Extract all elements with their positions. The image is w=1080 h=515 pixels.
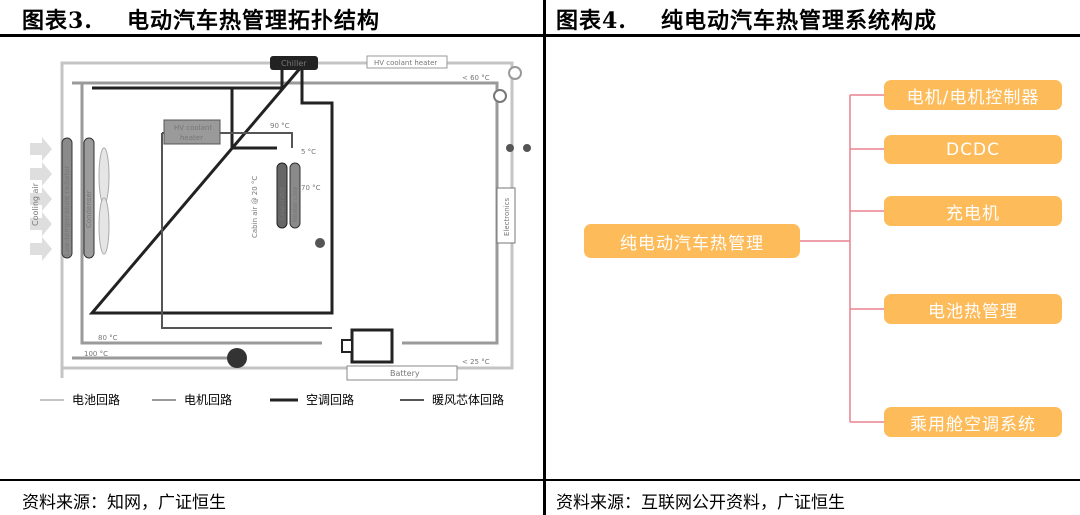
low-temperature-radiator — [61, 137, 73, 259]
thermal-topology-diagram: Cooling air Low-temperature radiator Con… — [22, 48, 534, 473]
composition-tree-diagram: 纯电动汽车热管理 电机/电机控制器 DCDC 充电机 电池热管理 乘用舱空调系统 — [548, 40, 1080, 480]
electronics — [496, 187, 516, 244]
electronics-label: Electronics — [503, 197, 511, 236]
radiator-label: Low-temperature radiator — [63, 166, 71, 256]
temp-70: 70 °C — [301, 184, 321, 192]
fan-icon — [98, 147, 110, 205]
tree-node-battery-thermal: 电池热管理 — [884, 294, 1062, 324]
hv-heater-inner-line2: heater — [180, 134, 203, 142]
tree-root-node: 纯电动汽车热管理 — [584, 224, 800, 258]
legend-motor-loop: 电机回路 — [184, 392, 232, 407]
chiller — [270, 56, 318, 70]
heater-core-label: Heater core — [292, 186, 299, 222]
ac-pump-icon — [227, 348, 247, 368]
right-figure-title: 图表4. 纯电动汽车热管理系统构成 — [556, 3, 937, 35]
hv-coolant-heater-label: HV coolant heater — [374, 59, 437, 67]
evaporator — [276, 162, 288, 229]
left-figure-title: 图表3. 电动汽车热管理拓扑结构 — [22, 3, 380, 35]
topology-svg: Cooling air Low-temperature radiator Con… — [30, 55, 531, 407]
temp-100: 100 °C — [84, 350, 108, 358]
temp-90: 90 °C — [270, 122, 290, 130]
temp-5: 5 °C — [301, 148, 316, 156]
heater-core — [289, 162, 301, 229]
valve-icon — [315, 238, 325, 248]
temp-lt25: < 25 °C — [462, 358, 490, 366]
condenser — [83, 137, 95, 259]
evaporator-label: Evaporator — [279, 186, 286, 220]
motor-icon — [350, 328, 394, 364]
tree-node-dcdc: DCDC — [884, 135, 1062, 164]
left-source-note: 资料来源：知网，广证恒生 — [22, 493, 226, 513]
left-figure-caption: 电动汽车热管理拓扑结构 — [126, 8, 380, 34]
legend-battery-loop: 电池回路 — [72, 392, 120, 407]
top-rule — [0, 34, 1080, 37]
cooling-air-label: Cooling air — [31, 182, 40, 226]
pump-icon-top — [493, 89, 507, 103]
heater-core-loop — [161, 132, 332, 329]
ac-loop — [88, 61, 334, 315]
chiller-label: Chiller — [281, 59, 307, 68]
right-figure-caption: 纯电动汽车热管理系统构成 — [660, 8, 937, 34]
hv-heater-inner-line1: HV coolant — [174, 124, 212, 132]
pump-icon-corner — [508, 66, 522, 80]
cabin-air-label: Cabin air @ 20 °C — [251, 176, 259, 238]
tree-node-charger: 充电机 — [884, 196, 1062, 226]
column-divider — [543, 0, 546, 515]
bottom-rule — [0, 479, 1080, 481]
temp-lt60: < 60 °C — [462, 74, 490, 82]
left-figure-number: 图表3. — [22, 8, 93, 34]
legend-ac-loop: 空调回路 — [306, 392, 354, 407]
motor-shaft-icon — [341, 339, 353, 353]
diagram-legend: 电池回路 电机回路 空调回路 暖风芯体回路 — [40, 392, 504, 407]
valve-icon-right-2 — [523, 144, 531, 152]
tree-node-cabin-ac: 乘用舱空调系统 — [884, 407, 1062, 437]
tree-connectors — [800, 94, 884, 423]
valve-icon-right-1 — [506, 144, 514, 152]
temp-80: 80 °C — [98, 334, 118, 342]
tree-node-motor-controller: 电机/电机控制器 — [884, 80, 1062, 110]
cooling-air-arrows — [30, 137, 52, 261]
legend-heater-core-loop: 暖风芯体回路 — [432, 392, 504, 407]
hv-coolant-heater-inner — [163, 119, 221, 145]
battery-label: Battery — [390, 369, 420, 378]
hv-coolant-heater — [366, 55, 448, 69]
battery — [346, 365, 458, 381]
condenser-label: Condenser — [85, 190, 93, 228]
fan-blade-icon — [98, 197, 110, 255]
right-figure-number: 图表4. — [556, 8, 627, 34]
right-source-note: 资料来源：互联网公开资料，广证恒生 — [556, 493, 845, 513]
battery-loop — [60, 61, 514, 378]
